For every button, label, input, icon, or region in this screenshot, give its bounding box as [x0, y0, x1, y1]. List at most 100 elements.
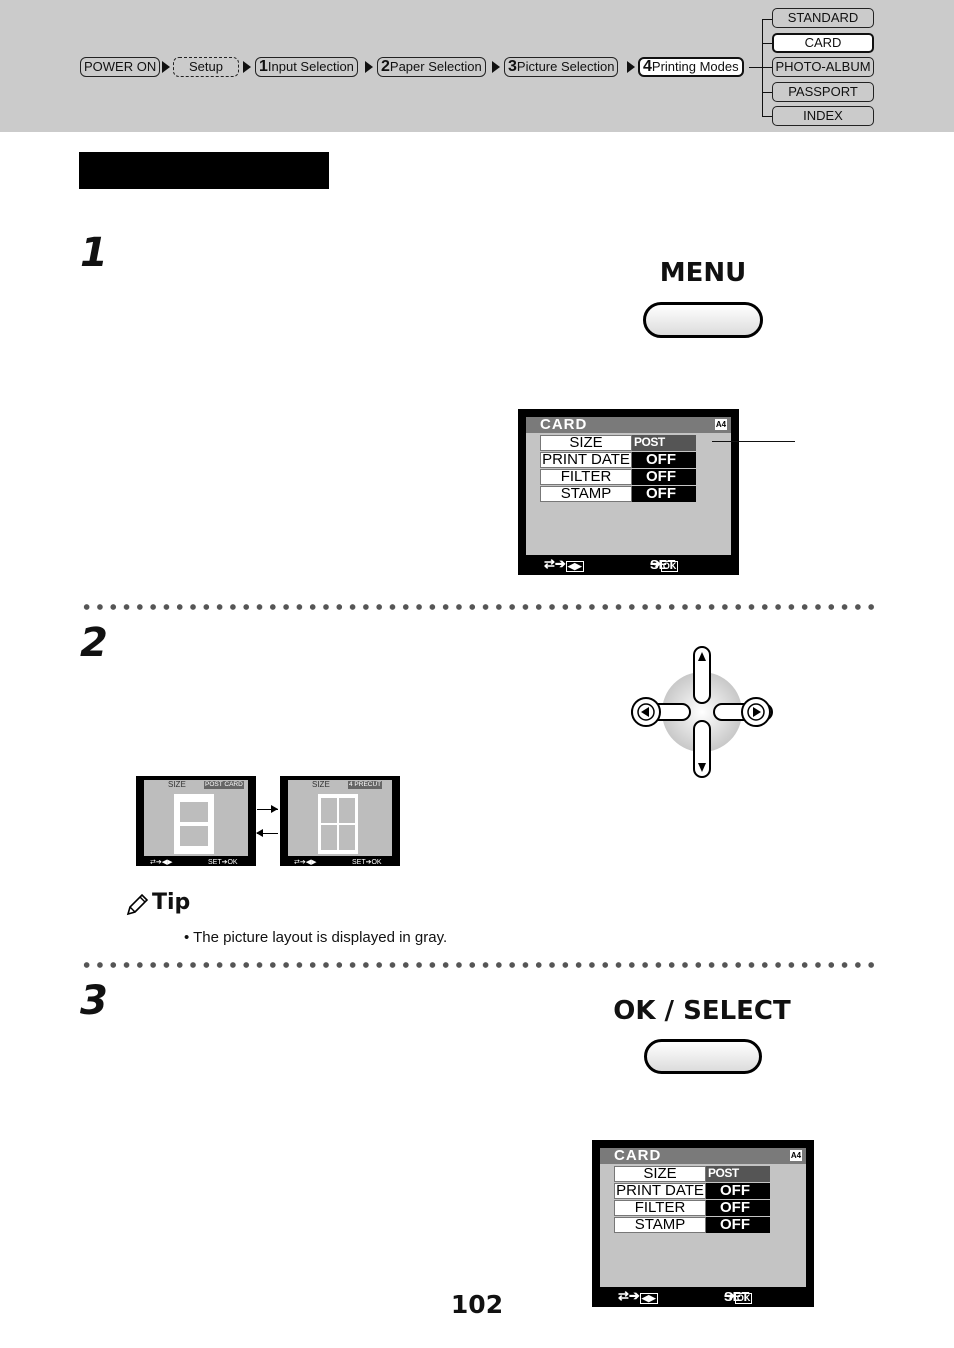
crumb-label: POWER ON — [84, 59, 157, 74]
layout-sheet — [318, 794, 358, 854]
arrow-icon — [627, 61, 635, 73]
step-number-3: 3 — [80, 978, 108, 1024]
dotted-divider — [80, 962, 876, 968]
directional-pad[interactable] — [628, 645, 776, 779]
preview-tag: POST CARD — [204, 781, 244, 789]
preview-label: SIZE — [312, 780, 330, 789]
set-label: SET — [650, 557, 676, 572]
crumb-printing-modes[interactable]: 4Printing Modes — [638, 57, 744, 77]
mode-standard[interactable]: STANDARD — [772, 8, 874, 28]
lcd-title: CARD — [614, 1147, 662, 1164]
bracket-tick — [762, 43, 772, 44]
row-label: SIZE — [540, 435, 632, 451]
pencil-icon — [126, 893, 149, 916]
mini-cycle-icon: ⇄➔◀▶ — [294, 859, 317, 866]
ok-select-button[interactable] — [644, 1039, 762, 1074]
row-label: SIZE — [614, 1166, 706, 1182]
row-value: OFF — [706, 1183, 770, 1199]
callout-line — [712, 441, 795, 442]
mode-index[interactable]: INDEX — [772, 106, 874, 126]
row-value: OFF — [632, 452, 696, 468]
ok-key: OK — [660, 561, 679, 572]
row-value: POST CARD — [706, 1166, 770, 1195]
row-label: PRINT DATE — [614, 1183, 706, 1199]
crumb-paper-selection[interactable]: 2Paper Selection — [377, 57, 486, 77]
row-label: STAMP — [540, 486, 632, 502]
row-label: FILTER — [614, 1200, 706, 1216]
bracket-tick — [762, 67, 772, 68]
preview-screen: SIZE 4 PRECUT — [288, 780, 392, 856]
arrow-forward-icon — [257, 809, 278, 810]
mode-card[interactable]: CARD — [772, 33, 874, 53]
crumb-label: Printing Modes — [651, 59, 739, 74]
arrow-back-icon — [257, 833, 278, 834]
mode-passport[interactable]: PASSPORT — [772, 82, 874, 102]
tip-text: • The picture layout is displayed in gra… — [184, 929, 448, 946]
lcd-title-row: CARD A4 — [600, 1147, 806, 1164]
mini-cycle-icon: ⇄➔◀▶ — [150, 859, 173, 866]
crumb-setup[interactable]: Setup — [173, 57, 239, 77]
tip-heading: Tip — [152, 890, 191, 915]
set-hint: SET➔OK — [724, 1288, 753, 1304]
lcd-footer: ⇄➔◀▶ SET➔OK — [614, 1288, 806, 1304]
step-number: 1 — [259, 58, 268, 75]
lcd-footer: ⇄➔◀▶ SET➔OK — [540, 556, 731, 572]
preview-label: SIZE — [168, 780, 186, 789]
step-number: 2 — [381, 58, 390, 75]
crumb-label: Picture Selection — [516, 59, 615, 74]
row-value: OFF — [632, 469, 696, 485]
row-label: FILTER — [540, 469, 632, 485]
set-label: SET — [724, 1289, 750, 1304]
paper-size-icon: A4 — [790, 1150, 802, 1161]
ok-select-button-label: OK / SELECT — [613, 996, 791, 1026]
row-value: OFF — [706, 1217, 770, 1233]
page-number: 102 — [450, 1290, 504, 1319]
connector-line — [749, 67, 762, 68]
preview-4-precut: SIZE 4 PRECUT ⇄➔◀▶ SET➔OK — [280, 776, 400, 866]
mini-set-hint: SET➔OK — [208, 859, 238, 866]
cycle-icon: ⇄➔◀▶ — [618, 1288, 658, 1304]
bracket-tick — [762, 92, 772, 93]
layout-sheet — [174, 794, 214, 854]
preview-screen: SIZE POST CARD — [144, 780, 248, 856]
row-value: OFF — [632, 486, 696, 502]
lcd-title: CARD — [540, 416, 588, 433]
set-hint: SET➔OK — [650, 556, 679, 572]
crumb-label: Setup — [189, 59, 223, 74]
preview-tag: 4 PRECUT — [348, 781, 383, 789]
crumb-picture-selection[interactable]: 3Picture Selection — [504, 57, 619, 77]
crumb-power-on[interactable]: POWER ON — [80, 57, 161, 77]
preview-postcard: SIZE POST CARD ⇄➔◀▶ SET➔OK — [136, 776, 256, 866]
dotted-divider — [80, 604, 876, 610]
row-label: STAMP — [614, 1217, 706, 1233]
lcd-title-row: CARD A4 — [526, 416, 731, 433]
arrow-icon — [162, 61, 170, 73]
crumb-input-selection[interactable]: 1Input Selection — [255, 57, 358, 77]
step-number: 4 — [643, 58, 652, 75]
mini-set-label: SET — [208, 859, 222, 866]
row-label: PRINT DATE — [540, 452, 632, 468]
row-value: POST CARD — [632, 435, 696, 464]
menu-button-label: MENU — [659, 258, 747, 288]
step-number-1: 1 — [80, 230, 108, 276]
bracket-tick — [762, 19, 772, 20]
row-value: OFF — [706, 1200, 770, 1216]
step-number-2: 2 — [80, 620, 108, 666]
arrow-icon — [492, 61, 500, 73]
step-number: 3 — [508, 58, 517, 75]
cycle-icon: ⇄➔◀▶ — [544, 556, 584, 572]
mini-set-hint: SET➔OK — [352, 859, 382, 866]
pad-center-icon — [662, 672, 742, 752]
mode-photo-album[interactable]: PHOTO-ALBUM — [772, 57, 874, 77]
arrow-icon — [243, 61, 251, 73]
ok-key: OK — [734, 1293, 753, 1304]
crumb-label: Paper Selection — [389, 59, 482, 74]
section-title-bar — [79, 152, 329, 189]
menu-button[interactable] — [643, 302, 763, 338]
mini-set-label: SET — [352, 859, 366, 866]
crumb-label: Input Selection — [267, 59, 354, 74]
